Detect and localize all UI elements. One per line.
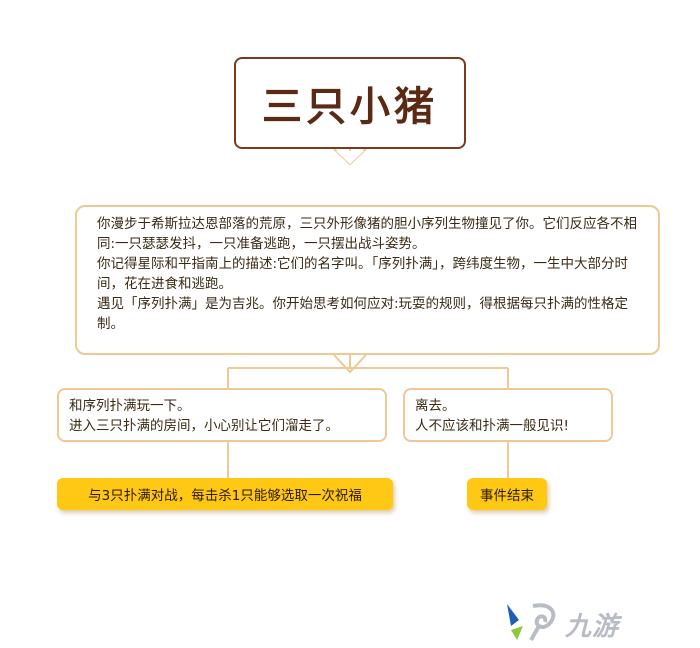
intro-line: 你记得星际和平指南上的描述:它们的名字叫。「序列扑满」，跨纬度生物，一生中大部分… [97, 256, 629, 292]
connector-intro-to-choices [227, 355, 509, 388]
result-end-box: 事件结束 [467, 478, 547, 510]
intro-line: 你漫步于希斯拉达恩部落的荒原，三只外形像猪的胆小序列生物撞见了你。它们反应各不相… [97, 216, 637, 252]
watermark-text: 九游 [565, 612, 620, 642]
diagram-title: 三只小猪 [262, 84, 438, 130]
choice-play-box: 和序列扑满玩一下。 进入三只扑满的房间，小心别让它们溜走了。 [57, 388, 387, 442]
intro-box: 你漫步于希斯拉达恩部落的荒原，三只外形像猪的胆小序列生物撞见了你。它们反应各不相… [75, 205, 660, 355]
title-box: 三只小猪 [234, 57, 466, 149]
intro-line: 遇见「序列扑满」是为吉兆。你开始思考如何应对:玩耍的规则，得根据每只扑满的性格定… [97, 296, 629, 332]
choice-leave-line: 人不应该和扑满一般见识! [415, 418, 569, 434]
connector-intro-pointer [333, 354, 367, 374]
choice-play-line: 和序列扑满玩一下。 [69, 398, 191, 414]
choice-leave-box: 离去。 人不应该和扑满一般见识! [403, 388, 613, 442]
result-battle-box: 与3只扑满对战，每击杀1只能够选取一次祝福 [57, 478, 393, 510]
nine-game-logo-icon [507, 603, 556, 641]
choice-leave-line: 离去。 [415, 398, 456, 414]
result-battle-label: 与3只扑满对战，每击杀1只能够选取一次祝福 [88, 488, 362, 504]
watermark: 九游 [505, 596, 695, 644]
choice-play-line: 进入三只扑满的房间，小心别让它们溜走了。 [69, 418, 339, 434]
result-end-label: 事件结束 [480, 488, 534, 504]
